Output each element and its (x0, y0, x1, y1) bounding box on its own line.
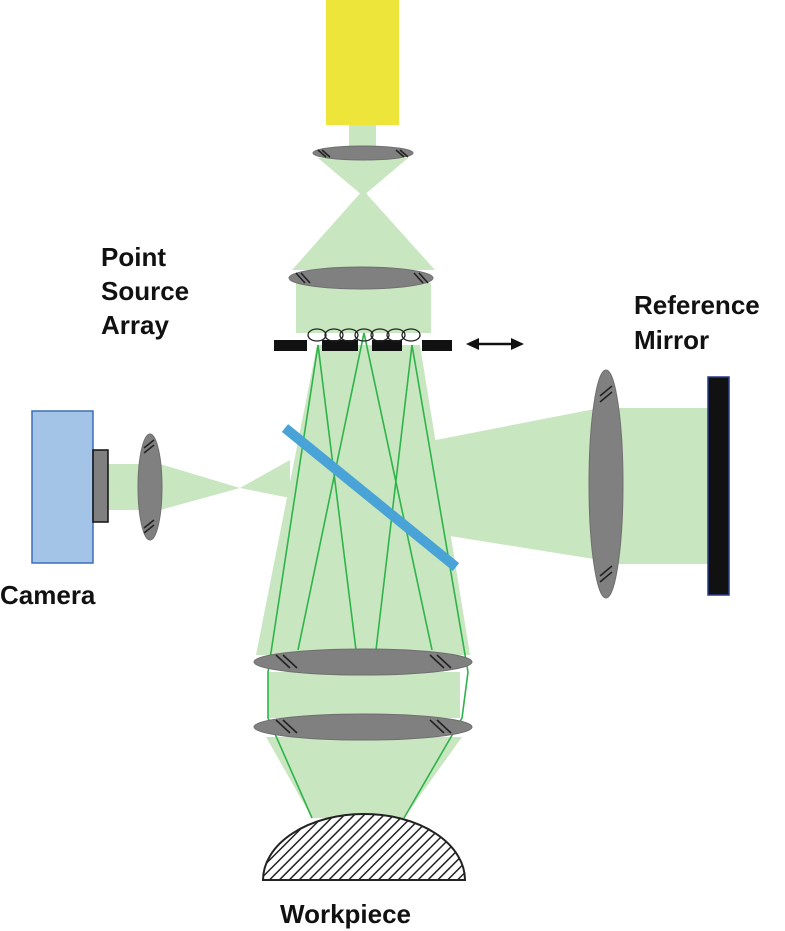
point-source-array (274, 328, 452, 351)
label-reference: Reference (634, 290, 760, 320)
collimated-beam (296, 283, 431, 333)
objective-beam (266, 737, 462, 818)
camera-beam-lens-side (160, 464, 240, 510)
label-workpiece: Workpiece (280, 899, 411, 929)
objective-lens-marks-icon (275, 719, 452, 734)
light-source (326, 0, 399, 125)
objective-lens (253, 713, 473, 741)
label-array: Array (101, 310, 169, 340)
rays (267, 332, 469, 819)
camera-body (31, 410, 94, 564)
camera-beam-cone (240, 460, 290, 498)
reference-beam (410, 408, 600, 560)
array-bar-4 (422, 340, 452, 351)
tube-lens (253, 648, 473, 676)
source-lens (312, 145, 414, 161)
ray-right-inner (375, 344, 413, 651)
diverging-cone (292, 190, 435, 270)
reference-collimated (614, 408, 708, 564)
label-camera: Camera (0, 580, 96, 610)
array-bar-3 (372, 340, 402, 351)
camera-lens-marks-icon (143, 439, 155, 534)
label-point: Point (101, 242, 166, 272)
double-arrow-icon (466, 338, 524, 350)
ray-left-inner (317, 344, 357, 651)
source-lens-marks-icon (317, 149, 409, 158)
label-source: Source (101, 276, 189, 306)
reference-mirror (707, 376, 730, 596)
reference-lens-marks-icon (599, 385, 613, 583)
workpiece (261, 813, 467, 881)
ray-center-a (297, 332, 365, 651)
beam-splitter (281, 424, 460, 571)
lenses (137, 145, 624, 741)
ray-center-b (363, 332, 433, 651)
array-bar-1 (274, 340, 307, 351)
ray-right-outer (403, 344, 469, 819)
lower-beam (268, 672, 460, 718)
array-loops-icon (307, 328, 421, 342)
array-bar-2 (322, 340, 358, 351)
camera-sensor (92, 449, 109, 523)
camera-lens (137, 433, 163, 541)
collimator-lens (288, 266, 434, 290)
tube-lens-marks-icon (275, 654, 452, 669)
label-mirror: Mirror (634, 325, 709, 355)
collimator-lens-marks-icon (295, 272, 429, 284)
reference-lens (588, 369, 624, 599)
ray-left-outer (267, 344, 319, 819)
focus-cone (318, 158, 408, 196)
beam-regions (108, 125, 708, 818)
